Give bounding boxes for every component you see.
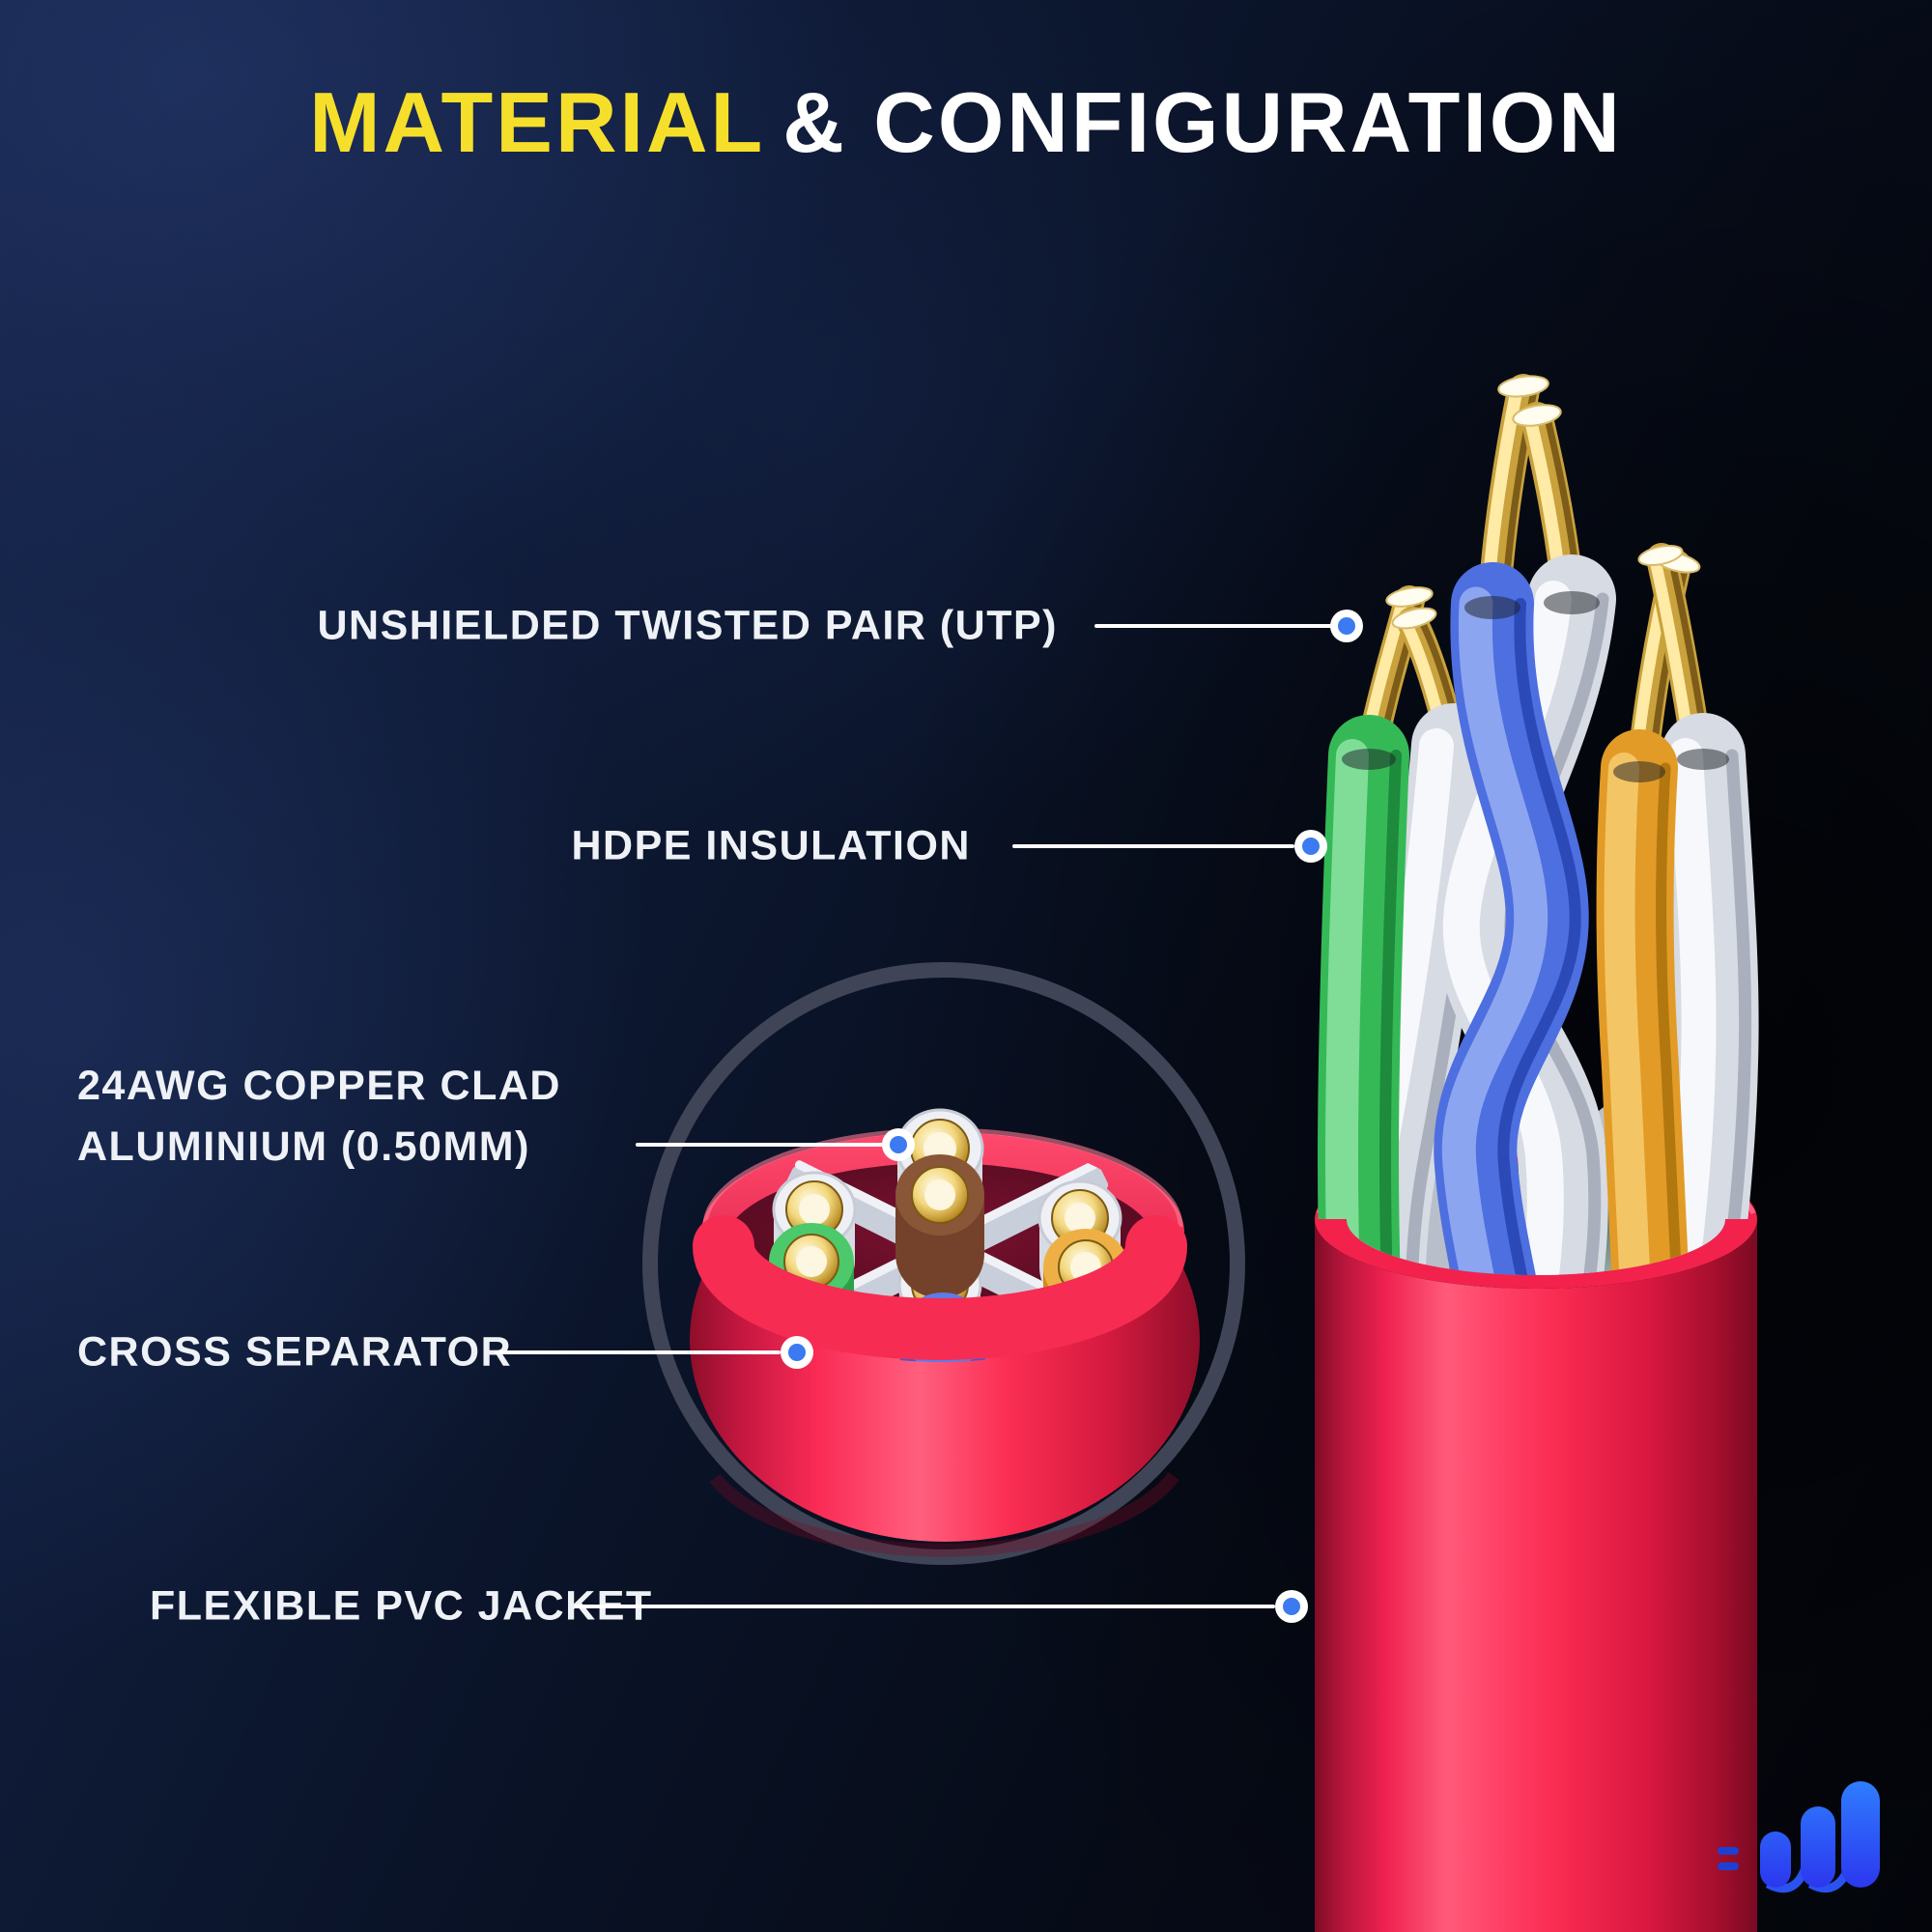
zoom-ring — [642, 962, 1245, 1565]
wire-blue — [1434, 562, 1589, 1275]
dot-center — [1283, 1598, 1300, 1615]
callout-label-utp: UNSHIELDED TWISTED PAIR (UTP) — [317, 602, 1058, 649]
dot-center — [1302, 838, 1320, 855]
callout-dot-cross — [781, 1336, 813, 1369]
callout-dot-awg — [882, 1128, 915, 1161]
pvc-jacket — [1315, 1219, 1757, 1932]
awg-line1: 24AWG COPPER CLAD — [77, 1063, 561, 1109]
copper-tips — [1385, 375, 1701, 630]
callout-dot-utp — [1330, 610, 1363, 642]
title-rest: & CONFIGURATION — [782, 74, 1623, 170]
cable-cross-section — [690, 1108, 1200, 1557]
dot-center — [1338, 617, 1355, 635]
wave-m-logo-icon — [1718, 1781, 1880, 1893]
wire-brown — [895, 1154, 984, 1298]
callout-line-hdpe — [1012, 844, 1294, 848]
callout-dot-hdpe — [1294, 830, 1327, 863]
callout-line-utp — [1094, 624, 1334, 628]
callout-line-cross — [495, 1350, 781, 1354]
twisted-pairs — [1317, 374, 1759, 1275]
main-cable — [1315, 374, 1759, 1932]
callout-label-cross: CROSS SEPARATOR — [77, 1328, 513, 1376]
page-title: MATERIAL& CONFIGURATION — [0, 73, 1932, 172]
callout-label-awg: 24AWG COPPER CLAD ALUMINIUM (0.50MM) — [77, 1056, 561, 1178]
callout-label-pvc: FLEXIBLE PVC JACKET — [150, 1582, 653, 1630]
dot-center — [788, 1344, 806, 1361]
wire-orange — [1596, 729, 1690, 1275]
callout-dot-pvc — [1275, 1590, 1308, 1623]
awg-line2: ALUMINIUM (0.50MM) — [77, 1123, 530, 1170]
title-highlight: MATERIAL — [309, 74, 766, 170]
callout-line-pvc — [574, 1605, 1275, 1608]
callout-label-hdpe: HDPE INSULATION — [571, 822, 971, 869]
wire-green — [1317, 715, 1409, 1275]
insulated-wires — [1317, 554, 1759, 1275]
dot-center — [890, 1136, 907, 1153]
callout-line-awg — [636, 1143, 883, 1147]
